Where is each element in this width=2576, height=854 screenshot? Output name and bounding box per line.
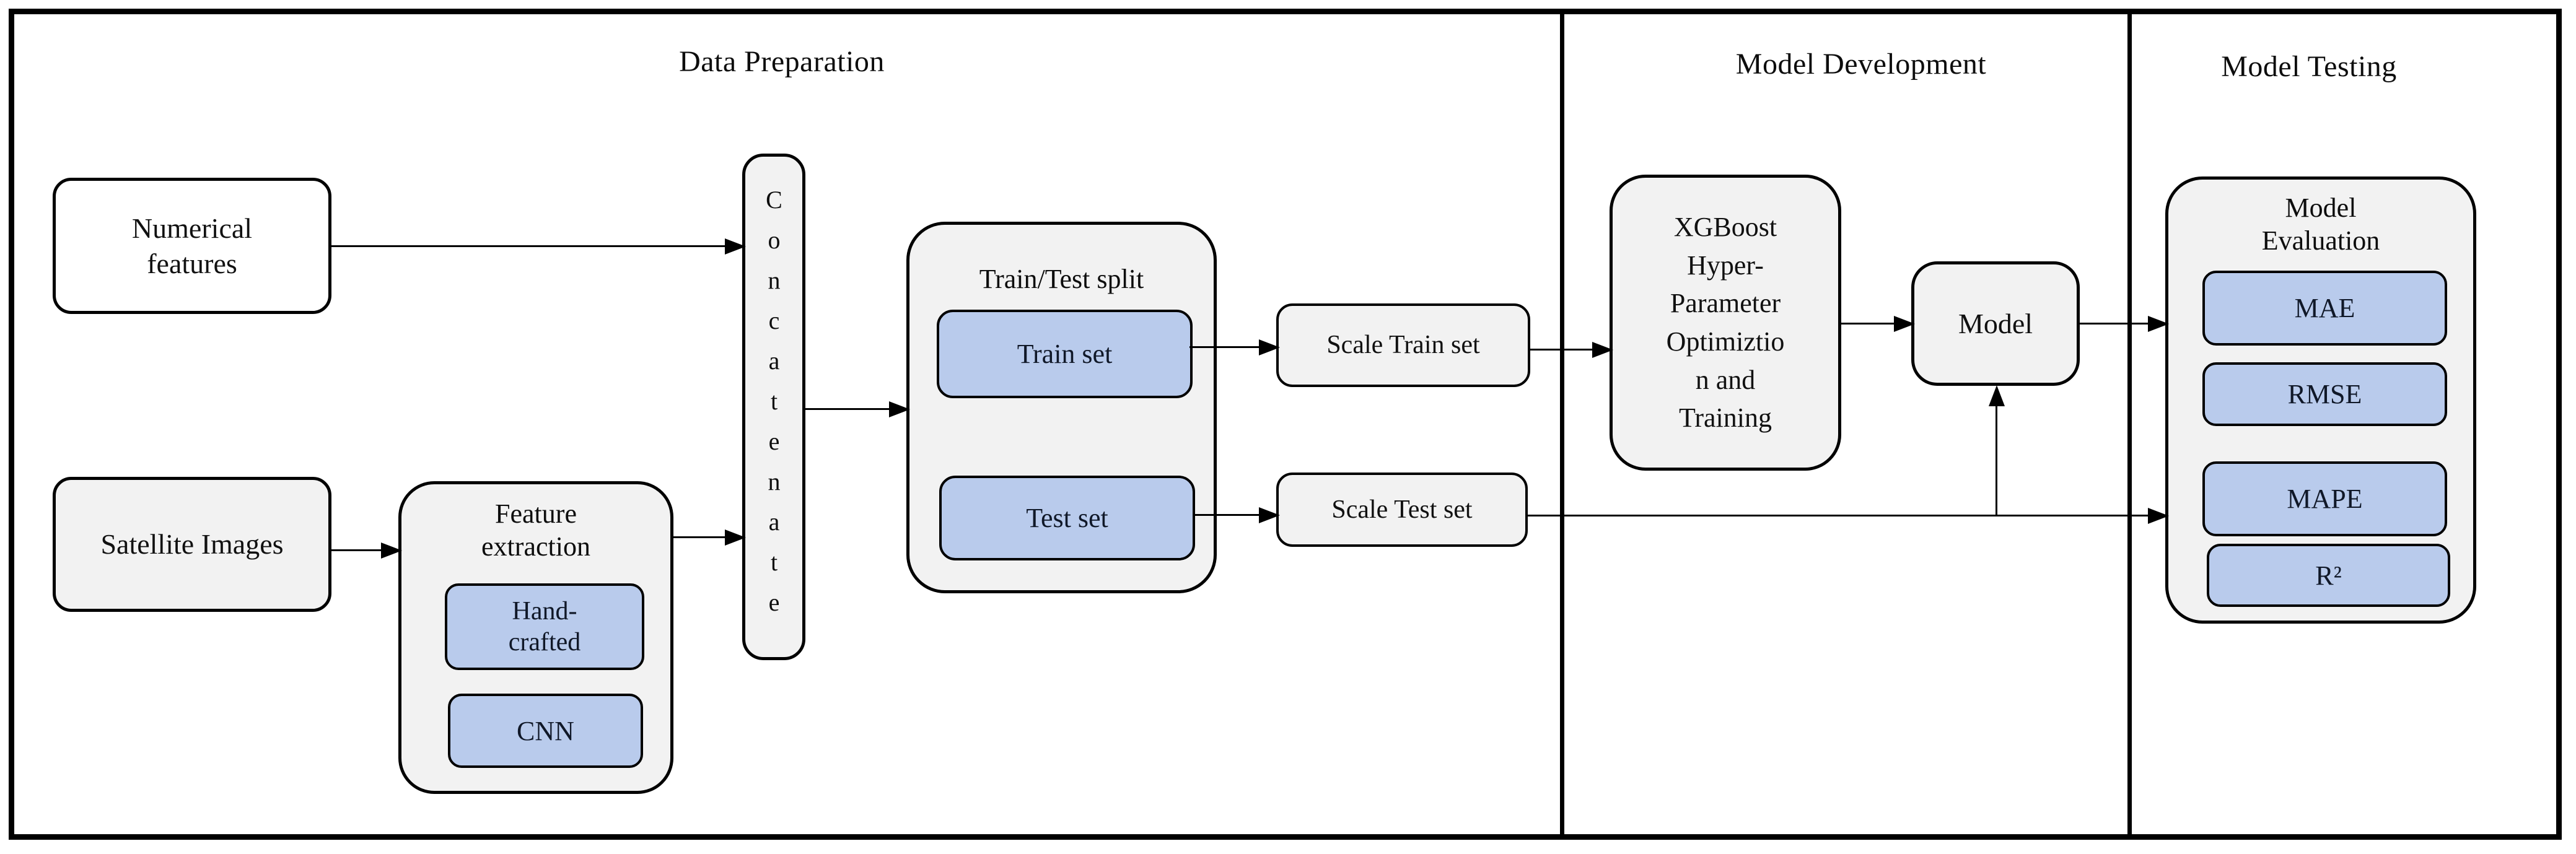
xgboost-box: XGBoost Hyper- Parameter Optimiztio n an… xyxy=(1610,175,1841,471)
hand-crafted-box: Hand- crafted xyxy=(445,583,644,670)
feature-extraction-box: Feature extraction Hand- crafted CNN xyxy=(398,481,673,794)
arrow-xgboost-to-model xyxy=(1841,315,1915,332)
section-divider-2 xyxy=(2127,9,2132,840)
arrow-satellite-to-feature-extraction xyxy=(331,542,402,559)
train-set-box: Train set xyxy=(937,310,1193,398)
arrow-scale-test-line-to-model xyxy=(1988,385,2005,515)
concatenate-box: Concatenate xyxy=(742,154,805,660)
concatenate-label: Concatenate xyxy=(760,185,788,629)
model-evaluation-box: Model Evaluation MAE RMSE MAPE R² xyxy=(2165,176,2476,624)
train-test-split-box: Train/Test split Train set Test set xyxy=(906,222,1217,593)
feature-extraction-title: Feature extraction xyxy=(481,499,590,562)
section-title-data-preparation: Data Preparation xyxy=(679,45,885,78)
arrow-train-set-to-scale-train-set xyxy=(1189,339,1280,355)
train-test-split-title: Train/Test split xyxy=(979,264,1144,294)
arrow-scale-train-set-to-xgboost xyxy=(1530,341,1613,358)
scale-train-set-box: Scale Train set xyxy=(1276,303,1530,387)
satellite-images-box: Satellite Images xyxy=(53,477,331,612)
arrow-numerical-to-concatenate xyxy=(331,238,746,255)
test-set-box: Test set xyxy=(939,476,1195,560)
cnn-box: CNN xyxy=(448,694,643,768)
arrow-feature-extraction-to-concatenate xyxy=(673,529,746,546)
metric-mae: MAE xyxy=(2202,271,2447,346)
section-title-model-development: Model Development xyxy=(1735,48,1987,81)
scale-test-set-box: Scale Test set xyxy=(1276,473,1528,547)
metric-r2: R² xyxy=(2207,544,2450,607)
section-title-model-testing: Model Testing xyxy=(2221,50,2397,83)
arrow-model-to-evaluation xyxy=(2080,315,2169,332)
model-box: Model xyxy=(1911,261,2080,386)
metric-rmse: RMSE xyxy=(2202,362,2447,426)
metric-mape: MAPE xyxy=(2202,461,2447,536)
numerical-features-box: Numerical features xyxy=(53,178,331,314)
section-divider-1 xyxy=(1560,9,1564,840)
model-evaluation-title: Model Evaluation xyxy=(2261,193,2380,256)
arrow-test-set-to-scale-test-set xyxy=(1193,507,1280,523)
arrow-scale-test-set-to-evaluation xyxy=(1528,507,2169,524)
arrow-concatenate-to-train-test-split xyxy=(805,401,910,417)
